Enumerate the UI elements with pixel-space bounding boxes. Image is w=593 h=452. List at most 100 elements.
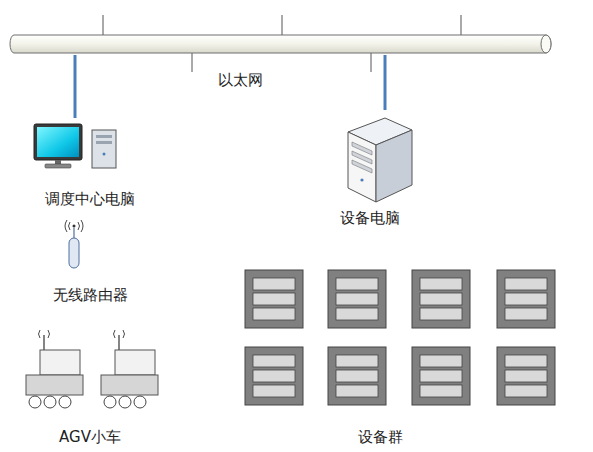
cart-antenna	[118, 335, 119, 350]
equipment-rack	[245, 347, 303, 405]
node-icon	[30, 118, 122, 172]
network-cable	[74, 55, 77, 118]
rack-slot	[253, 370, 295, 382]
equipment-computer: 设备电脑	[340, 110, 420, 205]
monitor-frame	[34, 124, 82, 160]
rack-slot	[336, 370, 378, 382]
router-antenna	[73, 228, 74, 238]
pc-drive	[96, 141, 112, 144]
radio-waves	[114, 330, 125, 338]
rack-frame	[245, 347, 303, 405]
pipe-end	[541, 35, 551, 53]
rack-frame	[497, 347, 555, 405]
cart-antenna	[43, 335, 44, 350]
server-front	[348, 132, 376, 202]
rack-slot	[336, 355, 378, 367]
rack-slot	[336, 278, 378, 290]
equipment-group: 设备群	[243, 268, 561, 408]
agv-group: AGV小车	[22, 325, 164, 415]
rack-slot	[505, 278, 547, 290]
router-body	[69, 238, 79, 268]
server-side	[376, 130, 412, 202]
monitor-screen	[37, 127, 79, 157]
rack-slot	[253, 385, 295, 397]
rack-slot	[420, 385, 462, 397]
bus-tap	[461, 15, 462, 36]
node-icon	[62, 218, 86, 270]
node-icon	[8, 33, 555, 55]
bus-tap	[103, 15, 104, 36]
node-icon	[22, 325, 164, 415]
equipment-rack	[412, 347, 470, 405]
dispatch-computer: 调度中心电脑	[30, 118, 122, 172]
node-icon	[243, 268, 561, 408]
equipment-rack	[328, 270, 386, 328]
pc-tower	[92, 130, 116, 168]
equipment-rack	[497, 347, 555, 405]
rack-frame	[412, 270, 470, 328]
wireless-router: 无线路由器	[62, 218, 86, 270]
pc-drive	[96, 135, 112, 138]
server-bay	[352, 160, 372, 173]
rack-slot	[505, 370, 547, 382]
node-label: AGV小车	[59, 428, 121, 446]
cart-wheel	[104, 396, 116, 408]
cart-wheel	[29, 396, 41, 408]
bus-tap	[192, 52, 193, 72]
rack-frame	[497, 270, 555, 328]
cart-top	[115, 350, 155, 375]
rack-frame	[412, 347, 470, 405]
cart-body	[26, 375, 83, 395]
cart-wheel	[134, 396, 146, 408]
node-label: 以太网	[218, 71, 263, 89]
rack-frame	[328, 347, 386, 405]
rack-slot	[505, 293, 547, 305]
equipment-rack	[328, 347, 386, 405]
cart-wheel	[119, 396, 131, 408]
node-label: 无线路由器	[53, 286, 128, 304]
router-tip	[73, 225, 76, 228]
equipment-rack	[245, 270, 303, 328]
rack-slot	[420, 278, 462, 290]
rack-slot	[253, 355, 295, 367]
rack-slot	[336, 308, 378, 320]
rack-frame	[245, 270, 303, 328]
node-label: 设备群	[358, 428, 403, 446]
agv-cart	[26, 330, 83, 408]
pc-button	[103, 153, 106, 156]
rack-frame	[328, 270, 386, 328]
pipe-body	[10, 35, 551, 53]
cart-wheel	[44, 396, 56, 408]
cart-wheel	[59, 396, 71, 408]
equipment-rack	[497, 270, 555, 328]
radio-waves	[39, 330, 50, 338]
rack-slot	[505, 355, 547, 367]
rack-slot	[253, 278, 295, 290]
network-cable	[384, 55, 387, 110]
rack-slot	[336, 385, 378, 397]
monitor-base	[45, 164, 71, 168]
bus-tap	[282, 15, 283, 36]
bus-tap	[371, 52, 372, 72]
node-label: 设备电脑	[340, 209, 400, 227]
rack-slot	[420, 308, 462, 320]
agv-cart	[101, 330, 158, 408]
cart-body	[101, 375, 158, 395]
node-label: 调度中心电脑	[45, 190, 135, 208]
rack-slot	[420, 355, 462, 367]
rack-slot	[420, 293, 462, 305]
ethernet-bus: 以太网	[8, 33, 555, 55]
cart-top	[40, 350, 80, 375]
rack-slot	[336, 293, 378, 305]
node-icon	[340, 110, 420, 205]
monitor-neck	[55, 160, 61, 164]
radio-waves	[65, 220, 83, 232]
equipment-rack	[412, 270, 470, 328]
rack-slot	[420, 370, 462, 382]
rack-slot	[505, 385, 547, 397]
rack-slot	[253, 293, 295, 305]
rack-slot	[505, 308, 547, 320]
server-light	[360, 178, 363, 181]
